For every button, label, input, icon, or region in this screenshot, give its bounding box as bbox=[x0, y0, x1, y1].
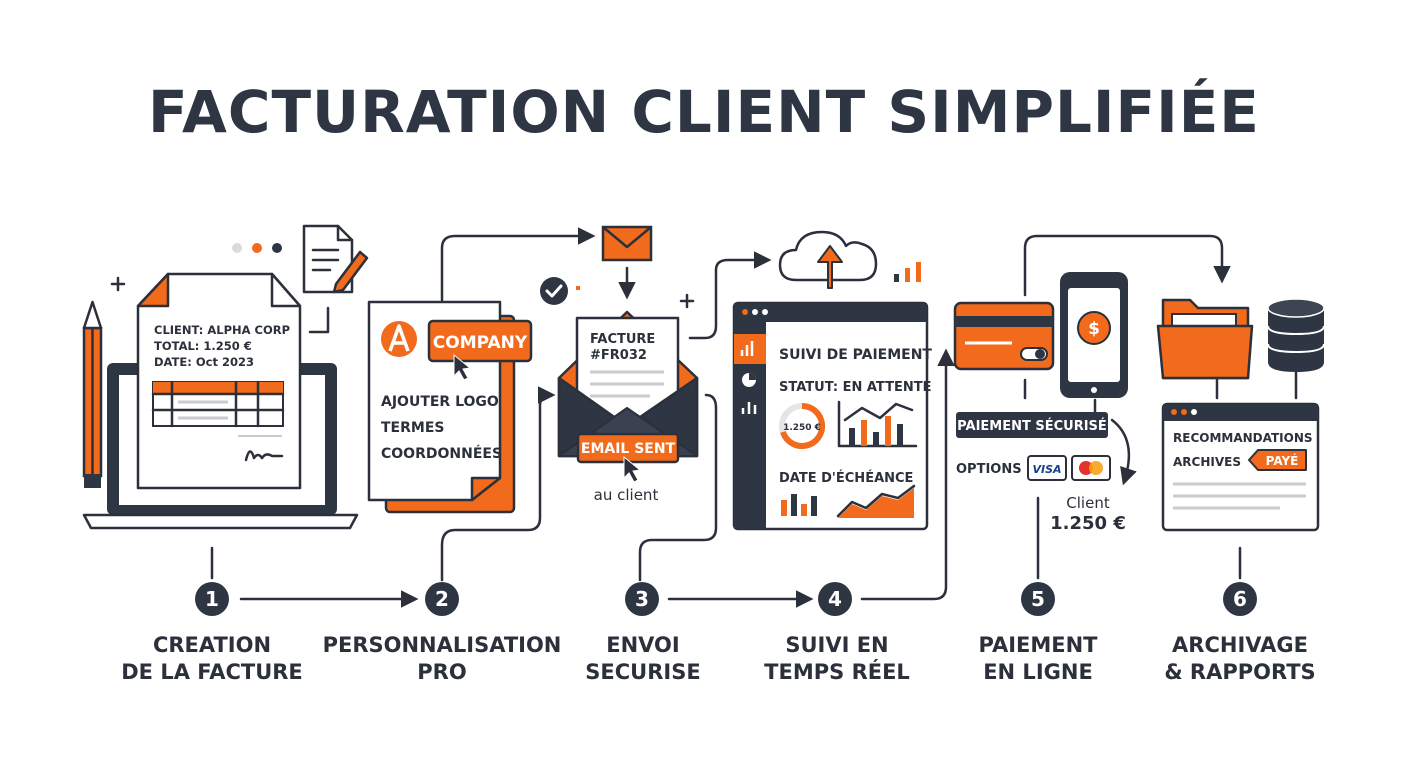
tracking-status: STATUT: EN ATTENTE bbox=[779, 380, 931, 395]
check-circle-icon bbox=[540, 277, 568, 305]
branding-line-1: AJOUTER LOGO bbox=[381, 394, 499, 410]
tracking-heading: SUIVI DE PAIEMENT bbox=[779, 347, 932, 363]
connectors bbox=[210, 227, 1298, 608]
step-label-5: PAIEMENT EN LIGNE bbox=[978, 633, 1098, 684]
cursor-icon bbox=[623, 455, 642, 483]
credit-card-icon bbox=[953, 301, 1055, 371]
invoice-document-icon: CLIENT: ALPHA CORP TOTAL: 1.250 € DATE: … bbox=[136, 272, 302, 490]
cloud-upload-icon bbox=[778, 230, 878, 289]
page-title: FACTURATION CLIENT SIMPLIFIÉE bbox=[148, 78, 1260, 146]
step-label-6: ARCHIVAGE & RAPPORTS bbox=[1164, 633, 1316, 684]
tracking-due-date: DATE D'ÉCHÉANCE bbox=[779, 470, 913, 486]
branding-line-3: COORDONNÉES bbox=[381, 445, 502, 462]
database-icon bbox=[1267, 298, 1325, 372]
dollar-coin-icon: $ bbox=[1077, 311, 1111, 345]
envelope-icon bbox=[601, 225, 653, 262]
step-number-1: 1 bbox=[195, 582, 229, 616]
step-number-5: 5 bbox=[1021, 582, 1055, 616]
payment-client-label: Client bbox=[1066, 494, 1110, 512]
payment-amount: 1.250 € bbox=[1050, 513, 1126, 534]
step-number-6: 6 bbox=[1223, 582, 1257, 616]
payment-secure-badge: PAIEMENT SÉCURISÉ bbox=[957, 418, 1107, 434]
step-number-2: 2 bbox=[425, 582, 459, 616]
payment-options-label: OPTIONS bbox=[956, 462, 1022, 477]
step-4-illustration: SUIVI DE PAIEMENT STATUT: EN ATTENTE 1.2… bbox=[732, 230, 932, 531]
bar-chart-icon bbox=[894, 262, 921, 282]
email-invoice-line-1: FACTURE bbox=[590, 332, 655, 347]
company-button-label: COMPANY bbox=[433, 333, 528, 353]
step-3-illustration: FACTURE #FR032 EMAIL SENT au client bbox=[540, 225, 699, 504]
email-invoice-line-2: #FR032 bbox=[590, 348, 647, 363]
smartphone-icon: $ bbox=[1060, 272, 1128, 398]
dashboard-window-icon: SUIVI DE PAIEMENT STATUT: EN ATTENTE 1.2… bbox=[732, 301, 932, 531]
svg-text:$: $ bbox=[1088, 319, 1100, 339]
step-number-4: 4 bbox=[818, 582, 852, 616]
visa-logo: VISA bbox=[1032, 463, 1061, 476]
report-window-icon: RECOMMANDATIONS ARCHIVES PAYÉ bbox=[1161, 402, 1320, 532]
tracking-gauge-value: 1.250 € bbox=[783, 423, 821, 433]
mastercard-icon bbox=[1071, 455, 1111, 481]
step-2-illustration: COMPANY AJOUTER LOGO TERMES COORDONNÉES bbox=[367, 300, 533, 514]
step-label-4: SUIVI EN TEMPS RÉEL bbox=[764, 633, 910, 684]
email-sent-button: EMAIL SENT bbox=[581, 441, 676, 457]
branding-line-2: TERMES bbox=[381, 420, 444, 436]
invoice-client: CLIENT: ALPHA CORP bbox=[154, 323, 290, 337]
step-6-illustration: RECOMMANDATIONS ARCHIVES PAYÉ bbox=[1156, 298, 1325, 532]
paid-tag: PAYÉ bbox=[1266, 453, 1299, 468]
step-label-2: PERSONNALISATION PRO bbox=[322, 633, 562, 684]
step-1-illustration: CLIENT: ALPHA CORP TOTAL: 1.250 € DATE: … bbox=[82, 224, 369, 530]
folder-icon bbox=[1156, 298, 1254, 380]
archive-line-1: RECOMMANDATIONS bbox=[1173, 431, 1313, 445]
company-logo-icon bbox=[381, 321, 417, 357]
step-number-3: 3 bbox=[625, 582, 659, 616]
step-label-3: ENVOI SECURISE bbox=[585, 633, 701, 684]
archive-line-2: ARCHIVES bbox=[1173, 455, 1241, 469]
email-caption: au client bbox=[594, 486, 659, 504]
cursor-icon bbox=[453, 353, 472, 381]
step-5-illustration: $ PAIEMENT SÉCURISÉ OPTIONS VISA Client … bbox=[953, 272, 1128, 534]
invoice-date: DATE: Oct 2023 bbox=[154, 355, 254, 369]
document-edit-icon bbox=[302, 224, 369, 294]
step-label-1: CREATION DE LA FACTURE bbox=[121, 633, 303, 684]
invoice-total: TOTAL: 1.250 € bbox=[154, 339, 252, 353]
pencil-icon bbox=[82, 300, 103, 488]
